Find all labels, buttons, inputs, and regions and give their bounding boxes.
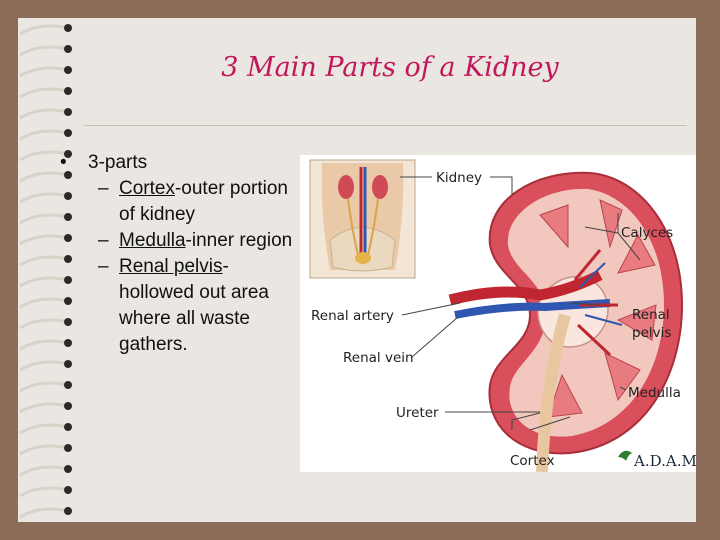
title-divider	[84, 125, 687, 126]
binding-hole	[64, 24, 72, 32]
bullet-dot: •	[60, 152, 67, 173]
label-pointers	[400, 176, 641, 431]
binding-hole	[64, 108, 72, 116]
sub-bullet-item: – Medulla-inner region	[58, 228, 303, 254]
binding-coil	[19, 45, 69, 57]
sub-bullet-dash: –	[98, 230, 109, 251]
binding-coil	[19, 465, 69, 477]
label-renal-artery: Renal artery	[311, 308, 394, 324]
desc-medulla: -inner region	[185, 230, 293, 251]
medulla-pyramid	[617, 233, 656, 274]
body-inset	[309, 159, 416, 279]
binding-coil	[19, 192, 69, 204]
binding-coil	[19, 213, 69, 225]
label-renal-pelvis-line2: pelvis	[632, 325, 671, 341]
binding-coil	[19, 423, 69, 435]
binding-coil	[19, 234, 69, 246]
binding-hole	[64, 66, 72, 74]
sub-bullet-dash: –	[98, 178, 109, 199]
desc-renal-pelvis: - hollowed out area where all waste gath…	[119, 256, 269, 355]
bullet-text: 3-parts	[88, 152, 148, 173]
binding-hole	[64, 192, 72, 200]
kidney-cross-section	[448, 171, 684, 472]
binding-coil	[19, 150, 69, 162]
binding-hole	[64, 297, 72, 305]
inset-kidney-right	[372, 175, 388, 199]
binding-hole	[64, 150, 72, 158]
binding-coil	[19, 339, 69, 351]
binding-hole	[64, 45, 72, 53]
binding-hole	[64, 444, 72, 452]
medulla-pyramid	[539, 204, 569, 249]
label-cortex: Cortex	[510, 453, 555, 469]
binding-hole	[64, 402, 72, 410]
label-calyces: Calyces	[621, 225, 673, 241]
medulla-pyramid	[547, 373, 583, 418]
binding-coil	[19, 255, 69, 267]
binding-hole	[64, 276, 72, 284]
binding-coil	[19, 486, 69, 498]
binding-hole	[64, 360, 72, 368]
binding-coil	[19, 66, 69, 78]
sub-bullet-item: – Cortex-outer portion of kidney	[58, 176, 303, 228]
inset-kidney-left	[338, 175, 354, 199]
binding-hole	[64, 318, 72, 326]
logo-text: A.D.A.M.	[633, 452, 696, 470]
binding-coil	[19, 402, 69, 414]
term-renal-pelvis: Renal pelvis	[119, 256, 223, 277]
kidney-figure: Kidney Calyces Renal artery Renal pelvis…	[300, 155, 696, 472]
binding-coil	[19, 129, 69, 141]
binding-hole	[64, 213, 72, 221]
binding-coil	[19, 507, 69, 519]
binding-hole	[64, 87, 72, 95]
medulla-pyramid	[616, 304, 657, 341]
binding-coil	[19, 108, 69, 120]
sub-bullet-item: – Renal pelvis- hollowed out area where …	[58, 254, 303, 358]
binding-coil	[19, 381, 69, 393]
binding-coil	[19, 360, 69, 372]
label-ureter: Ureter	[396, 405, 439, 421]
binding-coil	[19, 444, 69, 456]
binding-hole	[64, 381, 72, 389]
binding-coil	[19, 24, 69, 36]
binding-hole	[64, 339, 72, 347]
binding-hole	[64, 507, 72, 515]
label-renal-pelvis-line1: Renal	[632, 307, 670, 323]
renal-artery-vessel	[448, 270, 603, 306]
slide-title: 3 Main Parts of a Kidney	[221, 52, 559, 83]
adam-logo: A.D.A.M.	[618, 450, 696, 470]
binding-coil	[19, 297, 69, 309]
label-medulla: Medulla	[628, 385, 681, 401]
binding-hole	[64, 129, 72, 137]
medulla-pyramid	[604, 352, 641, 402]
binding-hole	[64, 423, 72, 431]
term-cortex: Cortex	[119, 178, 175, 199]
spiral-binding	[19, 24, 72, 519]
binding-hole	[64, 486, 72, 494]
binding-hole	[64, 465, 72, 473]
binding-hole	[64, 171, 72, 179]
desc-cortex: -outer portion of kidney	[119, 178, 288, 225]
label-renal-vein: Renal vein	[343, 350, 414, 366]
binding-coil	[19, 87, 69, 99]
term-medulla: Medulla	[119, 230, 186, 251]
label-kidney: Kidney	[436, 170, 482, 186]
sub-bullet-dash: –	[98, 256, 109, 277]
bullet-list: • 3-parts – Cortex-outer portion of kidn…	[58, 150, 303, 358]
binding-coil	[19, 276, 69, 288]
binding-coil	[19, 171, 69, 183]
ureter-tube	[536, 313, 571, 472]
binding-coil	[19, 318, 69, 330]
binding-hole	[64, 255, 72, 263]
medulla-pyramid	[599, 199, 623, 249]
bullet-item: • 3-parts	[58, 150, 303, 176]
binding-hole	[64, 234, 72, 242]
kidney-diagram: Kidney Calyces Renal artery Renal pelvis…	[309, 159, 696, 472]
